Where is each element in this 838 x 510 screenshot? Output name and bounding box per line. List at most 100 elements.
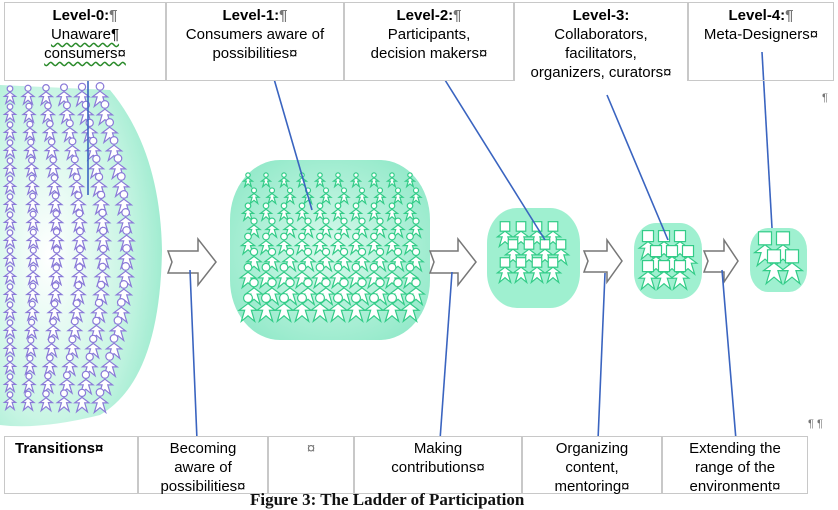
- person-figure: [319, 187, 333, 206]
- level4-cell: Level-4:¶ Meta-Designers¤: [688, 2, 834, 81]
- level0-cell: Level-0:¶ Unaware¶ consumers¤: [4, 2, 166, 81]
- person-figure: [669, 259, 691, 291]
- person-figure: [366, 202, 382, 223]
- person-figure: [257, 232, 275, 256]
- figure-caption: Figure 3: The Ladder of Participation: [250, 490, 525, 509]
- level3-title: Level-3:: [572, 7, 630, 24]
- level2-group: [495, 221, 571, 285]
- transition-arrow-4: [702, 237, 739, 285]
- transition-becoming-aware: Becoming aware of possibilities¤: [138, 436, 268, 495]
- level4-title: Level-4:¶: [728, 7, 794, 24]
- person-figure: [46, 174, 63, 197]
- person-figure: [373, 187, 387, 206]
- person-figure: [237, 292, 259, 324]
- person-figure: [2, 373, 18, 394]
- person-figure: [21, 372, 37, 394]
- person-figure: [39, 102, 57, 125]
- person-figure: [69, 191, 87, 215]
- person-figure: [2, 265, 18, 286]
- person-figure: [46, 300, 63, 323]
- pointer-line-extending: [721, 269, 737, 441]
- person-figure: [20, 390, 36, 412]
- person-figure: [23, 138, 39, 160]
- person-figure: [43, 336, 60, 359]
- person-figure: [21, 102, 37, 124]
- transition-organizing-content: Organizing content, mentoring¤: [522, 436, 662, 495]
- person-figure: [100, 118, 120, 145]
- person-figure: [391, 187, 405, 206]
- transition-making-contributions: Making contributions¤: [354, 436, 522, 494]
- person-figure: [24, 174, 41, 196]
- person-figure: [384, 202, 400, 223]
- person-figure: [2, 229, 18, 250]
- person-figure: [37, 390, 55, 413]
- pointer-line-level2: [439, 71, 546, 241]
- person-figure: [25, 228, 42, 250]
- level2-description: Participants, decision makers¤: [370, 26, 488, 62]
- person-figure: [240, 202, 256, 223]
- person-figure: [385, 172, 399, 189]
- pointer-line-level1: [271, 71, 313, 211]
- person-figure: [23, 318, 40, 340]
- level3-cell: Level-3: Collaborators, facilitators, or…: [514, 2, 688, 82]
- person-figure: [543, 257, 563, 285]
- person-figure: [25, 210, 41, 232]
- person-figure: [47, 192, 64, 215]
- person-figure: [309, 292, 331, 324]
- person-figure: [511, 257, 531, 285]
- person-figure: [265, 187, 279, 206]
- person-figure: [399, 292, 421, 324]
- person-figure: [2, 193, 18, 214]
- person-figure: [43, 138, 60, 161]
- person-figure: [2, 337, 18, 358]
- person-figure: [37, 84, 55, 107]
- person-figure: [345, 292, 367, 324]
- person-figure: [39, 372, 57, 395]
- person-figure: [403, 172, 417, 189]
- person-figure: [259, 172, 273, 189]
- person-figure: [247, 187, 261, 206]
- person-figure: [331, 172, 345, 189]
- person-figure: [41, 120, 59, 143]
- pilcrow-mark: ¶ ¶: [808, 418, 823, 430]
- level4-group: [752, 231, 805, 286]
- person-figure: [44, 156, 62, 179]
- person-figure: [291, 292, 313, 324]
- level1-description: Consumers aware of possibilities¤: [185, 26, 325, 62]
- person-figure: [2, 157, 18, 178]
- person-figure: [2, 139, 18, 160]
- pointer-line-level3: [606, 94, 669, 241]
- transition-arrow-3: [582, 237, 623, 285]
- person-figure: [294, 202, 310, 223]
- level1-crowd: [237, 172, 427, 324]
- person-figure: [22, 354, 38, 376]
- person-figure: [2, 121, 18, 142]
- person-figure: [292, 262, 312, 290]
- person-figure: [2, 211, 18, 232]
- person-figure: [348, 202, 364, 223]
- transition-extending-range: Extending the range of the environment¤: [662, 436, 808, 495]
- person-figure: [47, 282, 64, 305]
- person-figure: [2, 283, 18, 304]
- level3-group: [637, 229, 699, 291]
- person-figure: [70, 209, 88, 233]
- transition-empty: ¤: [268, 436, 354, 494]
- person-figure: [779, 249, 805, 286]
- person-figure: [495, 257, 515, 285]
- person-figure: [355, 187, 369, 206]
- transition-arrow-2: [428, 236, 477, 288]
- person-figure: [48, 264, 65, 287]
- person-figure: [275, 232, 293, 256]
- person-figure: [48, 246, 65, 269]
- level0-title: Level-0:¶: [52, 7, 118, 24]
- level3-description: Collaborators, facilitators, organizers,…: [515, 25, 687, 82]
- person-figure: [25, 264, 41, 286]
- person-figure: [337, 187, 351, 206]
- person-figure: [71, 227, 89, 251]
- person-figure: [2, 319, 18, 340]
- person-figure: [48, 210, 65, 233]
- person-figure: [20, 84, 36, 106]
- person-figure: [68, 173, 86, 197]
- person-figure: [277, 172, 291, 189]
